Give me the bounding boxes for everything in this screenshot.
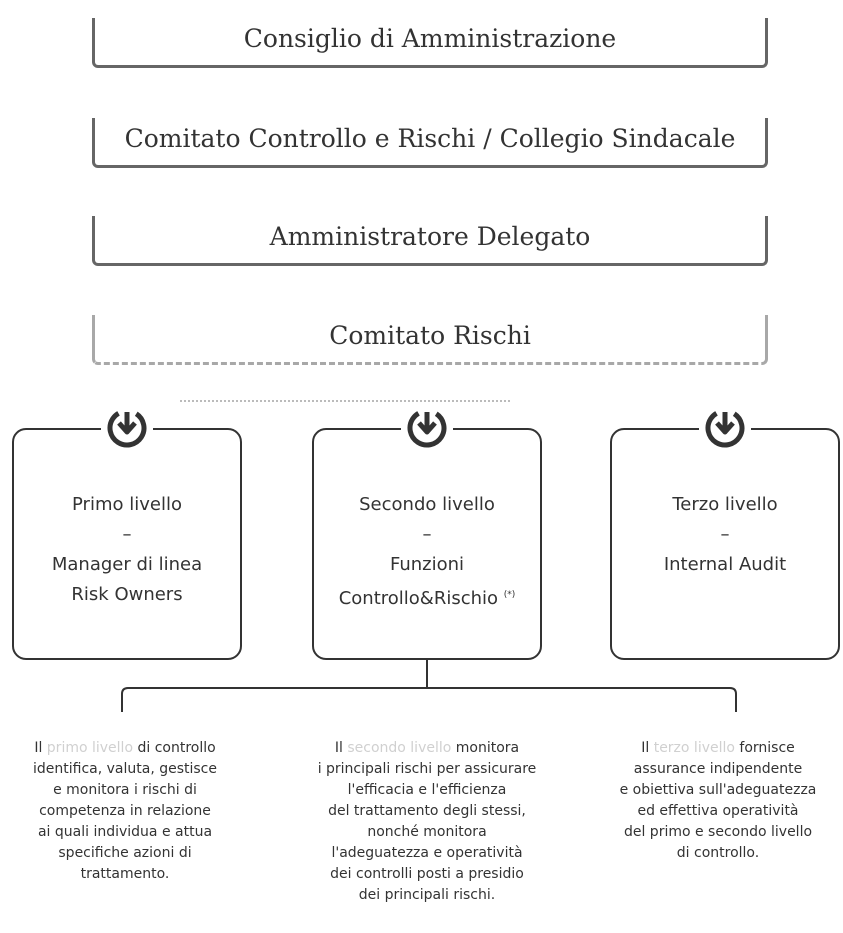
desc-prefix: Il <box>641 740 650 756</box>
level-title: Secondo livello <box>359 494 495 515</box>
desc-line: del primo e secondo livello <box>623 824 813 840</box>
description-second: Il secondo livello monitora i principali… <box>302 738 552 906</box>
description-first: Il primo livello di controllo identifica… <box>0 738 250 885</box>
desc-line: competenza in relazione <box>39 803 211 819</box>
desc-line: assurance indipendente <box>633 761 803 777</box>
dotted-separator <box>180 400 510 402</box>
desc-line: l'adeguatezza e operatività <box>331 845 523 861</box>
level-line1: Internal Audit <box>663 554 787 575</box>
governance-label: Consiglio di Amministrazione <box>243 24 617 53</box>
desc-line: l'efficacia e l'efficienza <box>347 782 507 798</box>
desc-line: nonché monitora <box>367 824 487 840</box>
desc-highlight: terzo livello <box>653 740 735 756</box>
desc-line: i principali rischi per assicurare <box>317 761 537 777</box>
governance-box-ceo: Amministratore Delegato <box>92 216 768 266</box>
governance-box-risk-committee: Comitato Rischi <box>92 315 768 365</box>
desc-line: trattamento. <box>80 866 170 882</box>
footnote-marker: (*) <box>503 590 516 600</box>
level-box-first: Primo livello – Manager di linea Risk Ow… <box>12 408 242 660</box>
desc-line: ed effettiva operatività <box>637 803 799 819</box>
desc-line: ai quali individua e attua <box>37 824 213 840</box>
level-line2: Risk Owners <box>71 584 183 605</box>
desc-line: monitora <box>455 740 520 756</box>
level-line2: Controllo&Rischio <box>338 588 499 609</box>
level-line1: Manager di linea <box>51 554 203 575</box>
desc-line: e monitora i rischi di <box>53 782 197 798</box>
down-arrow-circle-icon <box>699 408 751 448</box>
desc-line: dei principali rischi. <box>358 887 496 903</box>
down-arrow-circle-icon <box>401 408 453 448</box>
level-dash: – <box>122 524 132 545</box>
desc-line: di controllo. <box>676 845 760 861</box>
governance-box-board: Consiglio di Amministrazione <box>92 18 768 68</box>
level-box-second: Secondo livello – Funzioni Controllo&Ris… <box>312 408 542 660</box>
governance-box-control-committee: Comitato Controllo e Rischi / Collegio S… <box>92 118 768 168</box>
desc-prefix: Il <box>34 740 43 756</box>
desc-line: di controllo <box>137 740 216 756</box>
desc-line: dei controlli posti a presidio <box>330 866 524 882</box>
level-title: Terzo livello <box>672 494 778 515</box>
desc-highlight: primo livello <box>46 740 134 756</box>
level-dash: – <box>720 524 730 545</box>
desc-line: del trattamento degli stessi, <box>328 803 526 819</box>
level-line1: Funzioni <box>389 554 465 575</box>
governance-label: Comitato Rischi <box>329 321 531 350</box>
desc-line: fornisce <box>739 740 795 756</box>
bracket-connector <box>121 660 737 712</box>
desc-prefix: Il <box>334 740 343 756</box>
level-box-third: Terzo livello – Internal Audit <box>610 408 840 660</box>
governance-label: Amministratore Delegato <box>269 222 591 251</box>
desc-line: identifica, valuta, gestisce <box>32 761 217 777</box>
level-title: Primo livello <box>72 494 182 515</box>
down-arrow-circle-icon <box>101 408 153 448</box>
level-dash: – <box>422 524 432 545</box>
desc-highlight: secondo livello <box>347 740 452 756</box>
description-third: Il terzo livello fornisce assurance indi… <box>593 738 843 864</box>
desc-line: e obiettiva sull'adeguatezza <box>619 782 817 798</box>
desc-line: specifiche azioni di <box>58 845 192 861</box>
governance-label: Comitato Controllo e Rischi / Collegio S… <box>124 124 736 153</box>
